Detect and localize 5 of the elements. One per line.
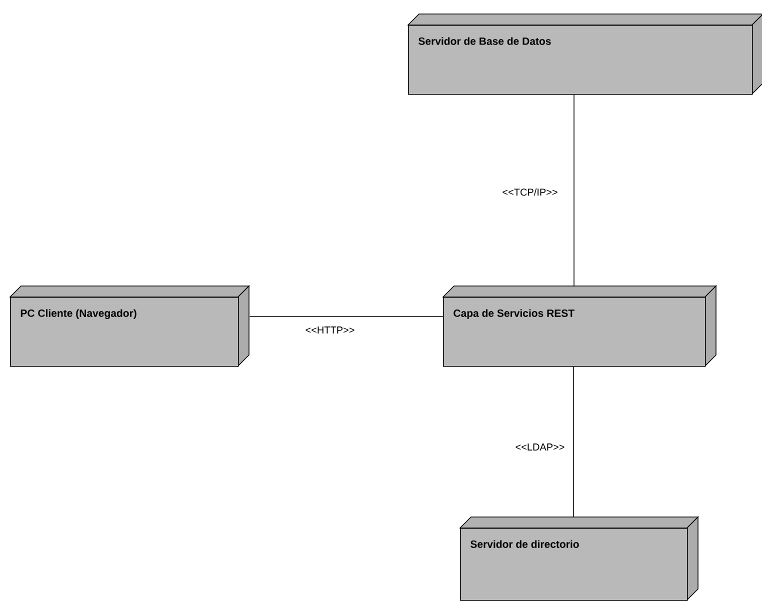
edge-label: <<TCP/IP>> [501, 187, 559, 197]
edge-label: <<LDAP>> [514, 442, 566, 452]
connector-line [249, 316, 444, 317]
edge-label: <<HTTP>> [304, 326, 356, 334]
connector-line [573, 366, 574, 518]
